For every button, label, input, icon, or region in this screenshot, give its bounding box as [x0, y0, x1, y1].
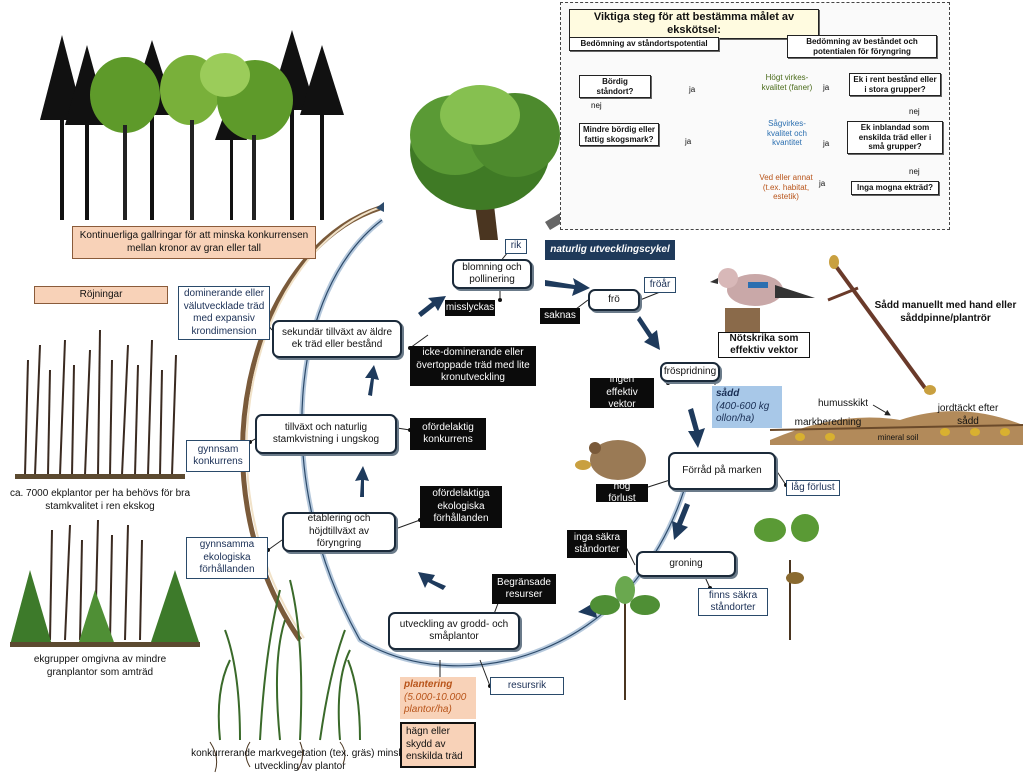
finns-sakra-box: finns säkra ståndorter [698, 588, 768, 616]
ca-7000-caption: ca. 7000 ekplantor per ha behövs för bra… [9, 488, 191, 512]
lag-forlust-label: låg förlust [786, 480, 840, 496]
arrow-to-blomning [418, 296, 446, 317]
ingen-effektiv-label: ingen effektiv vektor [590, 374, 654, 410]
panel-yes-4: ja [823, 139, 830, 148]
groning-box: groning [636, 551, 736, 577]
gynnsam-konkurrens-box: gynnsam konkurrens [186, 440, 250, 472]
arrow-to-fro [545, 278, 590, 296]
panel-title: Viktiga steg för att bestämma målet av e… [569, 9, 819, 40]
mineral-soil-label: mineral soil [877, 433, 919, 442]
arrow-to-groning [672, 503, 690, 540]
misslyckas-label: misslyckas [445, 300, 495, 316]
konkurrerande-caption: konkurrerande markvegetation (tex. gräs)… [191, 748, 409, 772]
panel-q-less-fertile: Mindre bördig eller fattig skogsmark? [579, 123, 659, 147]
jordtackt-label: jordtäckt efter sådd [937, 403, 999, 427]
panel-yes-3: ja [823, 83, 830, 92]
tillvaxt-box: tillväxt och naturlig stamkvistning i un… [255, 414, 397, 454]
hog-forlust-label: hög förlust [596, 481, 648, 504]
panel-no-2: nej [909, 107, 920, 116]
plantering-box: plantering (5.000-10.000 plantor/ha) [400, 677, 476, 719]
ground-vegetation-illustration [217, 579, 361, 741]
resursrik-label: resursrik [490, 677, 564, 695]
goal-steps-panel: Viktiga steg för att bestämma målet av e… [560, 2, 950, 230]
panel-left-heading: Bedömning av ståndortspotential [569, 37, 719, 51]
panel-q-pure: Ek i rent bestånd eller i stora grupper? [849, 73, 941, 97]
panel-out-veneer: Högt virkes-kvalitet (faner) [761, 73, 813, 92]
panel-q-fertile: Bördig ståndort? [579, 75, 651, 99]
icke-dom-label: icke-dominerande eller övertoppade träd … [410, 346, 536, 386]
fro-box: frö [588, 289, 640, 311]
cycle-title: naturlig utvecklingscykel [545, 240, 675, 260]
ofordel-eko-label: ofördelaktiga ekologiska förhållanden [420, 486, 502, 528]
panel-yes-2: ja [685, 137, 692, 146]
forrad-box: Förråd på marken [668, 452, 776, 490]
markberedning-label: markberedning [794, 417, 862, 428]
arrow-to-etablering [418, 572, 446, 590]
panel-out-firewood: Ved eller annat (t.ex. habitat, estetik) [759, 173, 813, 202]
humus-label: humusskikt [817, 398, 868, 409]
plantering-title: plantering [404, 679, 453, 690]
seedling-illustration [590, 514, 819, 700]
arrow-to-tillvaxt [355, 466, 369, 497]
notskrika-box: Nötskrika som effektiv vektor [718, 332, 810, 358]
sowing-title: Sådd manuellt med hand eller såddpinne/p… [874, 300, 1017, 324]
sekundar-box: sekundär tillväxt av äldre ek träd eller… [272, 320, 402, 358]
rik-label: rik [505, 239, 527, 254]
begransade-label: Begränsade resurser [492, 574, 556, 604]
ekgrupper-caption: ekgrupper omgivna av mindre granplantor … [33, 654, 167, 678]
utveckling-box: utveckling av grodd- och småplantor [388, 612, 520, 650]
froar-label: fröår [644, 277, 676, 293]
etablering-box: etablering och höjdtillväxt av föryngrin… [282, 512, 396, 552]
arrow-to-forrad [688, 408, 705, 448]
inga-sakra-label: inga säkra ståndorter [567, 530, 627, 558]
forest-illustration [40, 30, 344, 220]
ofordel-konk-label: ofördelaktig konkurrens [410, 418, 486, 450]
thinning-stems-illustration [24, 329, 177, 476]
panel-out-sawn: Sågvirkes-kvalitet och kvantitet [766, 119, 808, 148]
panel-no-1: nej [591, 101, 602, 110]
jay-bird-illustration [710, 268, 815, 332]
gynnsamma-ekologiska-box: gynnsamma ekologiska förhållanden [186, 537, 268, 579]
mouse-illustration [575, 440, 646, 480]
sowing-illustration [769, 255, 1023, 445]
frospridning-box: fröspridning [660, 362, 720, 382]
panel-yes-1: ja [689, 85, 696, 94]
plantering-amount: (5.000-10.000 plantor/ha) [404, 691, 467, 716]
saknas-label: saknas [540, 308, 580, 324]
panel-q-mature: Inga mogna ekträd? [851, 181, 939, 195]
oak-groups-illustration [10, 519, 200, 647]
blomning-box: blomning och pollinering [452, 259, 532, 289]
dominant-trees-box: dominerande eller välutvecklade träd med… [178, 286, 270, 340]
sadd-box: sådd (400-600 kg ollon/ha) [712, 386, 782, 428]
oak-tree-illustration [410, 85, 570, 240]
arrow-to-sekundar [365, 365, 379, 396]
sadd-title: sådd [716, 388, 740, 399]
rojningar-label: Röjningar [34, 286, 168, 304]
panel-no-3: nej [909, 167, 920, 176]
arrow-to-frospridning [637, 316, 660, 350]
thinning-caption: Kontinuerliga gallringar för att minska … [72, 226, 316, 259]
panel-yes-5: ja [819, 179, 826, 188]
panel-right-heading: Bedömning av beståndet och potentialen f… [787, 35, 937, 59]
sadd-amount: (400-600 kg ollon/ha) [716, 400, 770, 425]
hagn-box: hägn eller skydd av enskilda träd [400, 722, 476, 768]
panel-q-mixed: Ek inblandad som enskilda träd eller i s… [847, 121, 943, 154]
